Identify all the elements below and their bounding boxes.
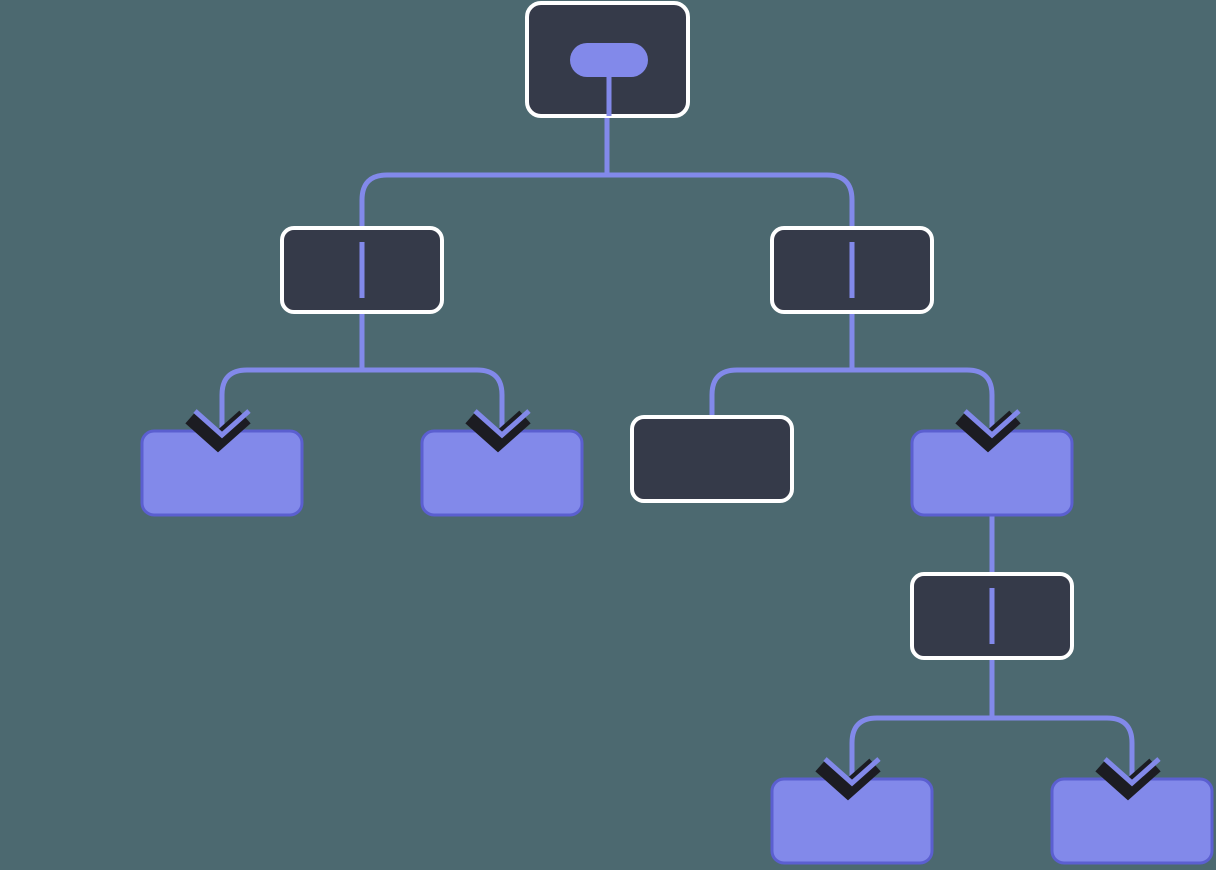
arrowhead-outline bbox=[473, 409, 531, 439]
tree-node-n1[interactable] bbox=[280, 226, 444, 314]
tree-edge bbox=[989, 574, 1135, 783]
tree-edge bbox=[219, 228, 365, 435]
node-pill-marker[interactable] bbox=[570, 43, 648, 77]
arrowhead-outline bbox=[823, 757, 881, 787]
tree-edge bbox=[359, 228, 505, 435]
arrowhead bbox=[185, 409, 251, 453]
edge-layer bbox=[219, 60, 1135, 783]
tree-node-n5[interactable] bbox=[630, 415, 794, 503]
arrowhead bbox=[1095, 757, 1161, 801]
tree-edge bbox=[849, 228, 995, 435]
arrowhead-layer bbox=[185, 409, 1161, 801]
tree-edge bbox=[709, 228, 855, 418]
arrowhead-outline bbox=[193, 409, 251, 439]
tree-edge bbox=[849, 574, 995, 783]
arrowhead bbox=[465, 409, 531, 453]
tree-node-n2[interactable] bbox=[770, 226, 934, 314]
arrowhead bbox=[815, 757, 881, 801]
node-box[interactable] bbox=[630, 415, 794, 503]
arrowhead-outline bbox=[1103, 757, 1161, 787]
tree-edge bbox=[604, 60, 855, 320]
tree-node-n7[interactable] bbox=[910, 572, 1074, 660]
node-layer bbox=[140, 1, 1214, 865]
arrowhead bbox=[955, 409, 1021, 453]
arrowhead-outline bbox=[963, 409, 1021, 439]
tree-node-n0[interactable] bbox=[525, 1, 690, 118]
